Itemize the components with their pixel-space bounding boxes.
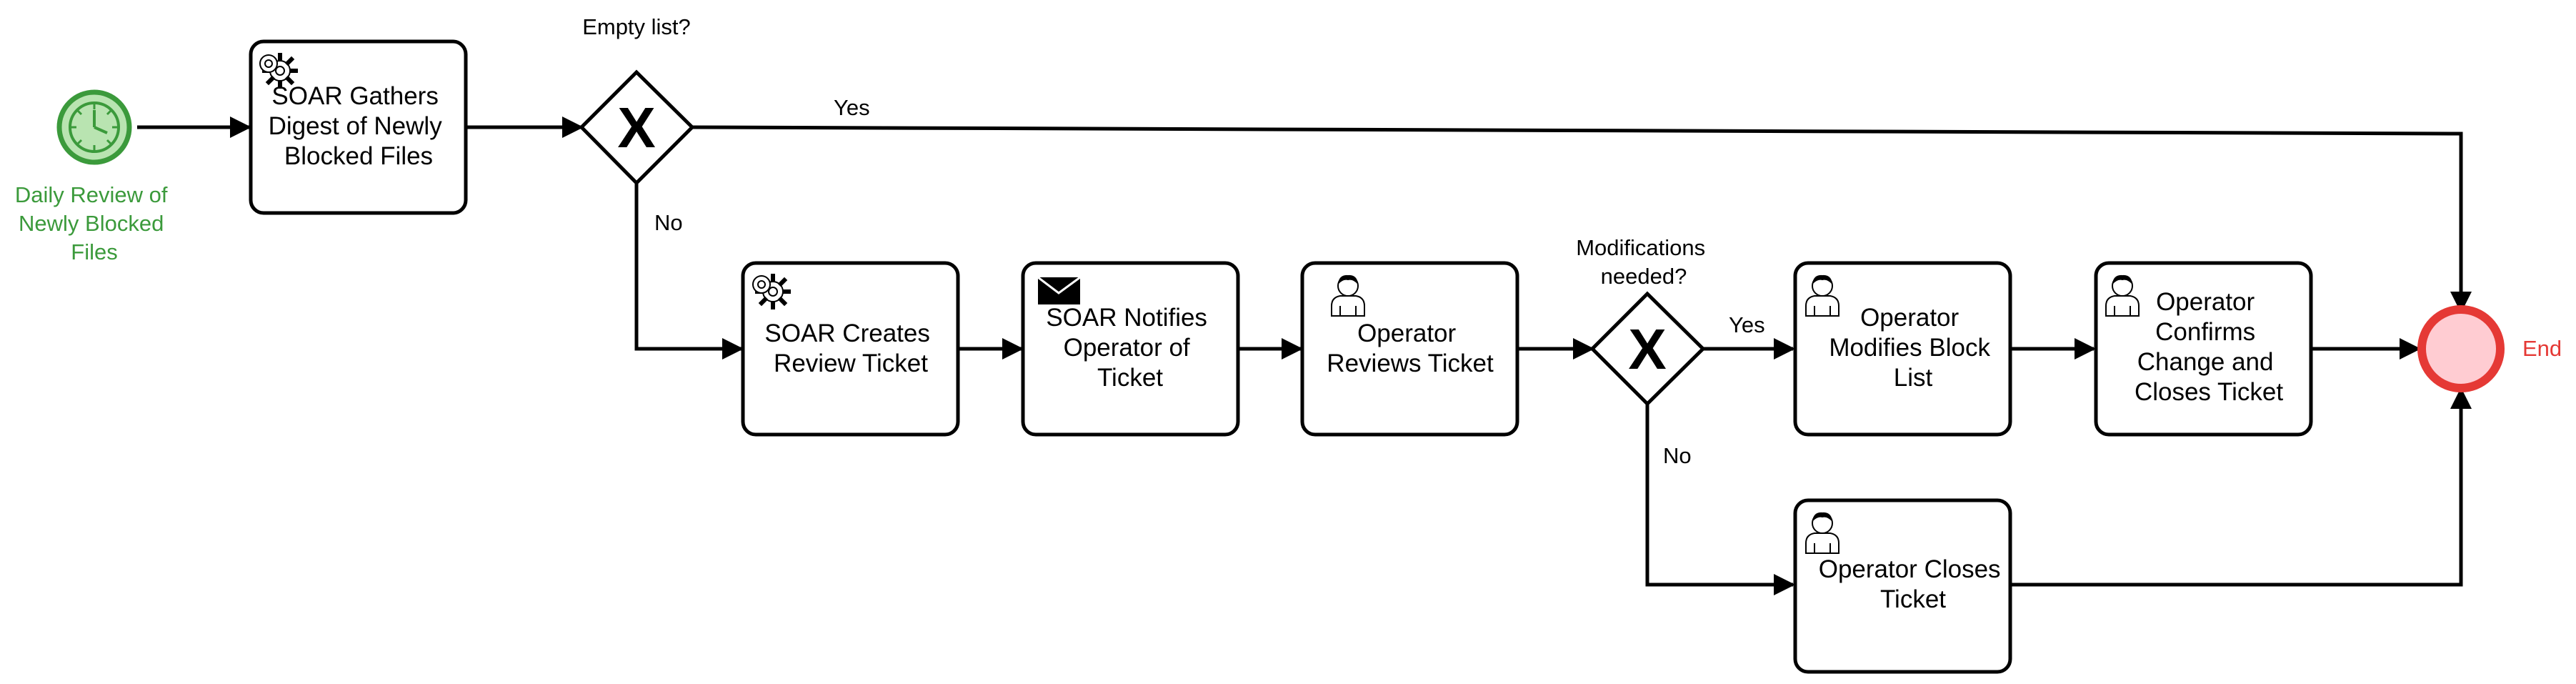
- start-event[interactable]: Daily Review of Newly Blocked Files: [15, 89, 174, 264]
- user-icon: [1331, 274, 1365, 317]
- task-label: SOAR Gathers Digest of Newly Blocked Fil…: [269, 82, 449, 170]
- user-icon: [1805, 274, 1839, 317]
- end-event-label: End: [2522, 336, 2562, 361]
- gear-icon: [752, 274, 791, 309]
- task-label: Operator Confirms Change and Closes Tick…: [2135, 288, 2283, 406]
- task-operator-reviews-ticket[interactable]: Operator Reviews Ticket: [1300, 261, 1519, 437]
- gateway-label: Modifications needed?: [1576, 235, 1712, 289]
- task-box: [2094, 261, 2313, 437]
- gear-icon: [259, 53, 298, 89]
- task-label: Operator Closes Ticket: [1819, 555, 2008, 613]
- clock-icon: [69, 101, 120, 153]
- task-soar-notifies-operator[interactable]: SOAR Notifies Operator of Ticket: [1021, 261, 1240, 437]
- task-operator-closes-ticket[interactable]: Operator Closes Ticket: [1793, 498, 2012, 674]
- flow-label-mods-no: No: [1663, 443, 1692, 468]
- flow-label-mods-yes: Yes: [1729, 312, 1765, 337]
- start-event-label: Daily Review of Newly Blocked Files: [15, 182, 174, 264]
- flow-labels: Yes No Yes No: [654, 95, 1765, 468]
- flow-mods-no-to-close: [1645, 404, 1795, 595]
- exclusive-gateway-marker: X: [617, 96, 655, 159]
- task-label: SOAR Creates Review Ticket: [764, 319, 937, 377]
- flow-close-to-end: [2011, 387, 2472, 587]
- flow-label-empty-no: No: [654, 210, 683, 235]
- sequence-flows: [137, 117, 2472, 595]
- task-box: [1793, 498, 2012, 674]
- task-box: [1021, 261, 1240, 437]
- gateway-modifications-needed[interactable]: Modifications needed? X: [1576, 235, 1712, 407]
- task-label: Operator Modifies Block List: [1829, 304, 1997, 392]
- task-box: [1793, 261, 2012, 437]
- task-soar-creates-review-ticket[interactable]: SOAR Creates Review Ticket: [741, 261, 960, 437]
- task-operator-modifies-block-list[interactable]: Operator Modifies Block List: [1793, 261, 2012, 437]
- end-event-circle: [2417, 305, 2505, 392]
- task-label: Operator Reviews Ticket: [1327, 319, 1494, 377]
- gateway-empty-list[interactable]: Empty list? X: [579, 14, 695, 186]
- flow-label-empty-yes: Yes: [834, 95, 870, 120]
- flow-empty-no-to-create: [634, 183, 744, 360]
- user-icon: [1805, 512, 1839, 554]
- user-icon: [2105, 274, 2140, 317]
- task-label: SOAR Notifies Operator of Ticket: [1046, 304, 1214, 392]
- task-box: [1300, 261, 1519, 437]
- exclusive-gateway-marker: X: [1628, 317, 1666, 381]
- envelope-icon: [1037, 276, 1081, 304]
- flow-empty-yes-to-end: [692, 125, 2472, 313]
- task-box: [741, 261, 960, 437]
- task-operator-confirms-change[interactable]: Operator Confirms Change and Closes Tick…: [2094, 261, 2313, 437]
- gateway-label: Empty list?: [582, 14, 691, 39]
- gateway-diamond: [579, 69, 695, 186]
- task-soar-gathers-digest[interactable]: SOAR Gathers Digest of Newly Blocked Fil…: [249, 39, 468, 215]
- end-event[interactable]: End: [2417, 305, 2562, 392]
- gateway-diamond: [1589, 291, 1706, 407]
- task-box: [249, 39, 468, 215]
